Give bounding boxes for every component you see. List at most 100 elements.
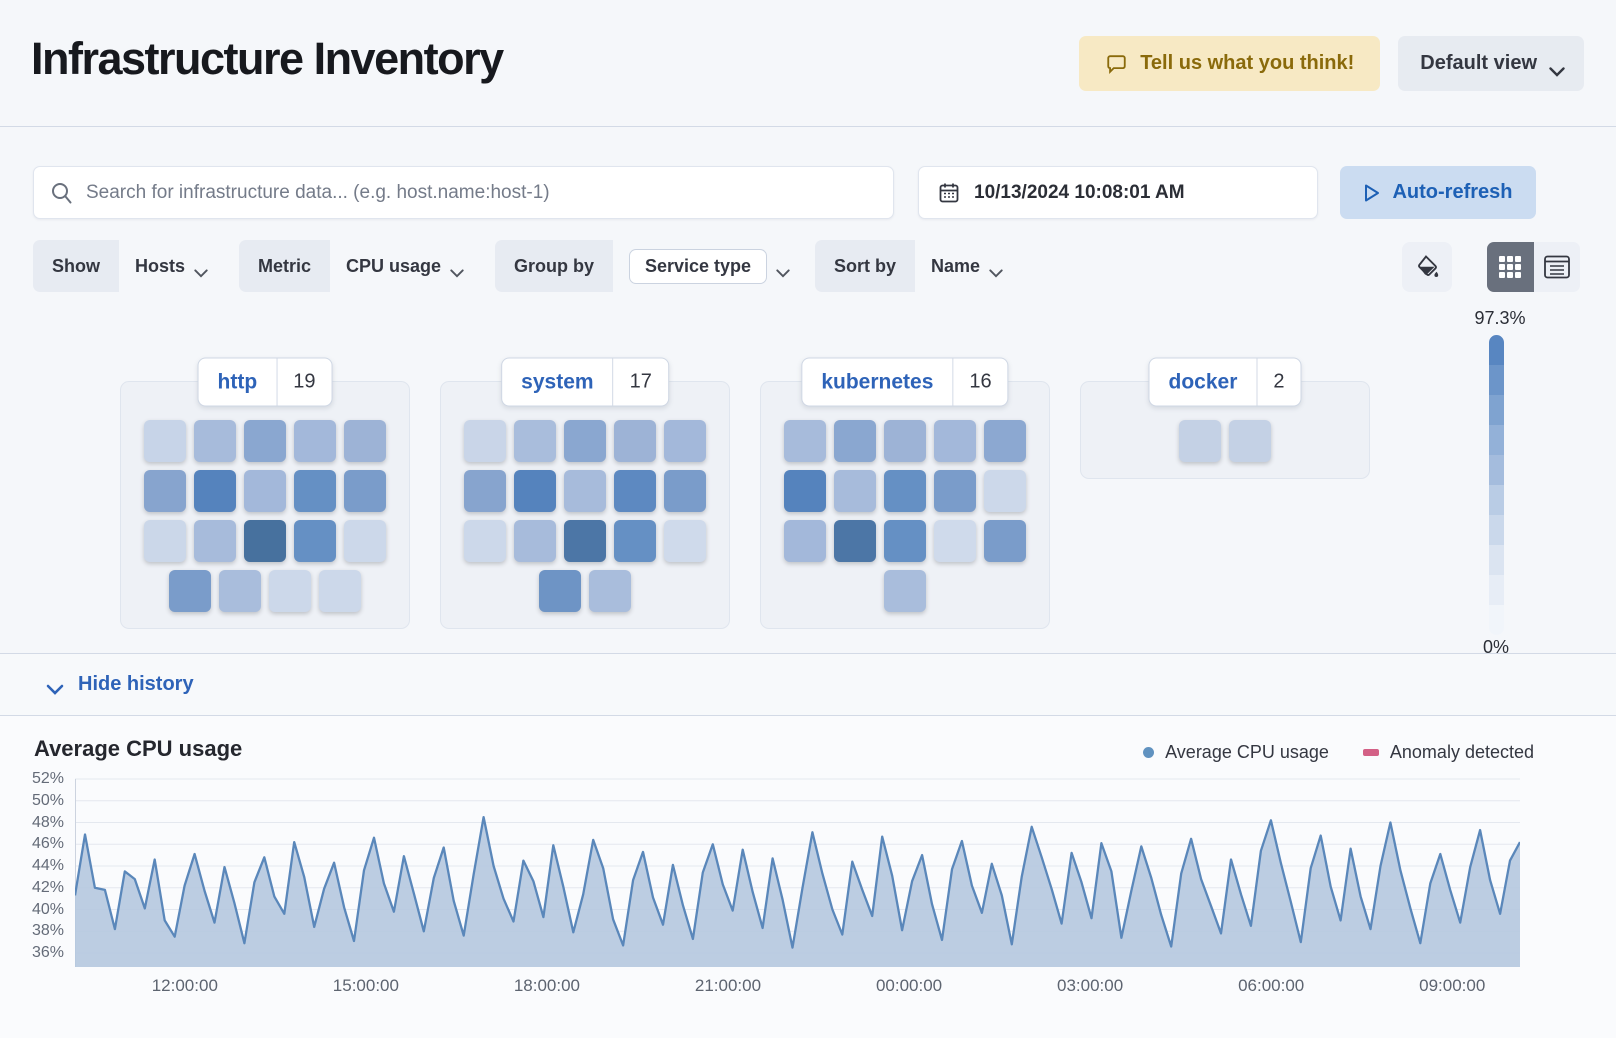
y-tick-label: 42%: [31, 878, 64, 896]
scale-step: [1489, 605, 1504, 635]
host-tile[interactable]: [514, 420, 556, 462]
legend-color-options-button[interactable]: [1402, 242, 1452, 292]
host-tile[interactable]: [514, 470, 556, 512]
host-tile[interactable]: [564, 520, 606, 562]
show-value-dropdown[interactable]: Hosts: [119, 240, 219, 292]
host-tile[interactable]: [514, 520, 556, 562]
host-tile[interactable]: [244, 520, 286, 562]
host-tile[interactable]: [984, 420, 1026, 462]
host-tile[interactable]: [319, 570, 361, 612]
host-tile[interactable]: [934, 470, 976, 512]
host-tile[interactable]: [194, 420, 236, 462]
host-tile[interactable]: [884, 520, 926, 562]
host-tile[interactable]: [664, 520, 706, 562]
chart-title: Average CPU usage: [34, 736, 243, 761]
host-tile[interactable]: [294, 420, 336, 462]
host-tile[interactable]: [564, 420, 606, 462]
host-tile[interactable]: [589, 570, 631, 612]
host-tile[interactable]: [244, 470, 286, 512]
host-tile[interactable]: [169, 570, 211, 612]
legend-dot-icon: [1143, 747, 1155, 758]
cpu-usage-area-chart[interactable]: [75, 771, 1520, 971]
host-tile[interactable]: [464, 470, 506, 512]
host-tile[interactable]: [784, 470, 826, 512]
host-tile[interactable]: [834, 420, 876, 462]
host-tile[interactable]: [194, 520, 236, 562]
host-tile[interactable]: [464, 420, 506, 462]
host-tile[interactable]: [884, 420, 926, 462]
chart-legend: Average CPU usage Anomaly detected: [1143, 742, 1534, 763]
tile-row: [451, 520, 719, 562]
host-tile[interactable]: [464, 520, 506, 562]
host-tile[interactable]: [614, 520, 656, 562]
scale-step: [1489, 395, 1504, 425]
search-icon: [50, 181, 74, 205]
host-tile[interactable]: [144, 470, 186, 512]
host-tile[interactable]: [269, 570, 311, 612]
host-tile[interactable]: [1229, 420, 1271, 462]
scale-step: [1489, 425, 1504, 455]
group-by-value-dropdown[interactable]: Service type: [613, 240, 801, 292]
host-tile[interactable]: [834, 520, 876, 562]
host-tile[interactable]: [144, 420, 186, 462]
host-tile[interactable]: [784, 520, 826, 562]
host-tile[interactable]: [614, 470, 656, 512]
tile-row: [131, 520, 399, 562]
group-count: 19: [293, 370, 316, 393]
host-tile[interactable]: [194, 470, 236, 512]
host-tile[interactable]: [614, 420, 656, 462]
calendar-icon: [937, 181, 961, 205]
host-tile[interactable]: [884, 570, 926, 612]
host-tile[interactable]: [784, 420, 826, 462]
sort-by-value-dropdown[interactable]: Name: [915, 240, 1014, 292]
table-view-button[interactable]: [1533, 242, 1580, 292]
host-tile[interactable]: [144, 520, 186, 562]
host-tile[interactable]: [984, 520, 1026, 562]
host-tile[interactable]: [564, 470, 606, 512]
auto-refresh-button[interactable]: Auto-refresh: [1340, 166, 1536, 219]
host-tile[interactable]: [984, 470, 1026, 512]
host-tile[interactable]: [664, 420, 706, 462]
chevron-down-icon: [46, 679, 64, 695]
host-tile[interactable]: [834, 470, 876, 512]
host-tile[interactable]: [539, 570, 581, 612]
y-tick-label: 44%: [31, 857, 64, 874]
search-input[interactable]: [86, 181, 877, 204]
group-by-label: Group by: [495, 240, 613, 292]
host-tile[interactable]: [884, 470, 926, 512]
host-tile[interactable]: [934, 520, 976, 562]
history-chart-section: Average CPU usage Average CPU usage Anom…: [0, 715, 1616, 1038]
host-tile[interactable]: [344, 470, 386, 512]
speech-bubble-icon: [1105, 53, 1128, 75]
host-tile[interactable]: [244, 420, 286, 462]
date-time-value: 10/13/2024 10:08:01 AM: [974, 181, 1185, 203]
host-tile[interactable]: [934, 420, 976, 462]
legend-item-average-cpu[interactable]: Average CPU usage: [1143, 742, 1329, 763]
date-time-picker[interactable]: 10/13/2024 10:08:01 AM: [918, 166, 1318, 219]
host-tile[interactable]: [664, 470, 706, 512]
map-view-button[interactable]: [1487, 242, 1534, 292]
metric-value-dropdown[interactable]: CPU usage: [330, 240, 475, 292]
host-tile[interactable]: [219, 570, 261, 612]
hide-history-button[interactable]: Hide history: [46, 673, 194, 696]
feedback-button[interactable]: Tell us what you think!: [1079, 36, 1381, 91]
y-tick-label: 52%: [31, 770, 64, 787]
group-name: docker: [1168, 370, 1238, 393]
view-selector-button[interactable]: Default view: [1398, 36, 1584, 91]
cpu-color-scale: [1489, 335, 1504, 635]
chevron-down-icon: [1549, 60, 1565, 77]
host-tile[interactable]: [1179, 420, 1221, 462]
legend-item-anomaly[interactable]: Anomaly detected: [1362, 742, 1534, 763]
hide-history-label: Hide history: [78, 673, 194, 695]
host-tile[interactable]: [294, 470, 336, 512]
show-control: Show Hosts: [33, 240, 219, 292]
host-tile[interactable]: [344, 420, 386, 462]
host-tile[interactable]: [344, 520, 386, 562]
history-toggle-bar: Hide history: [0, 653, 1616, 715]
host-tile[interactable]: [294, 520, 336, 562]
